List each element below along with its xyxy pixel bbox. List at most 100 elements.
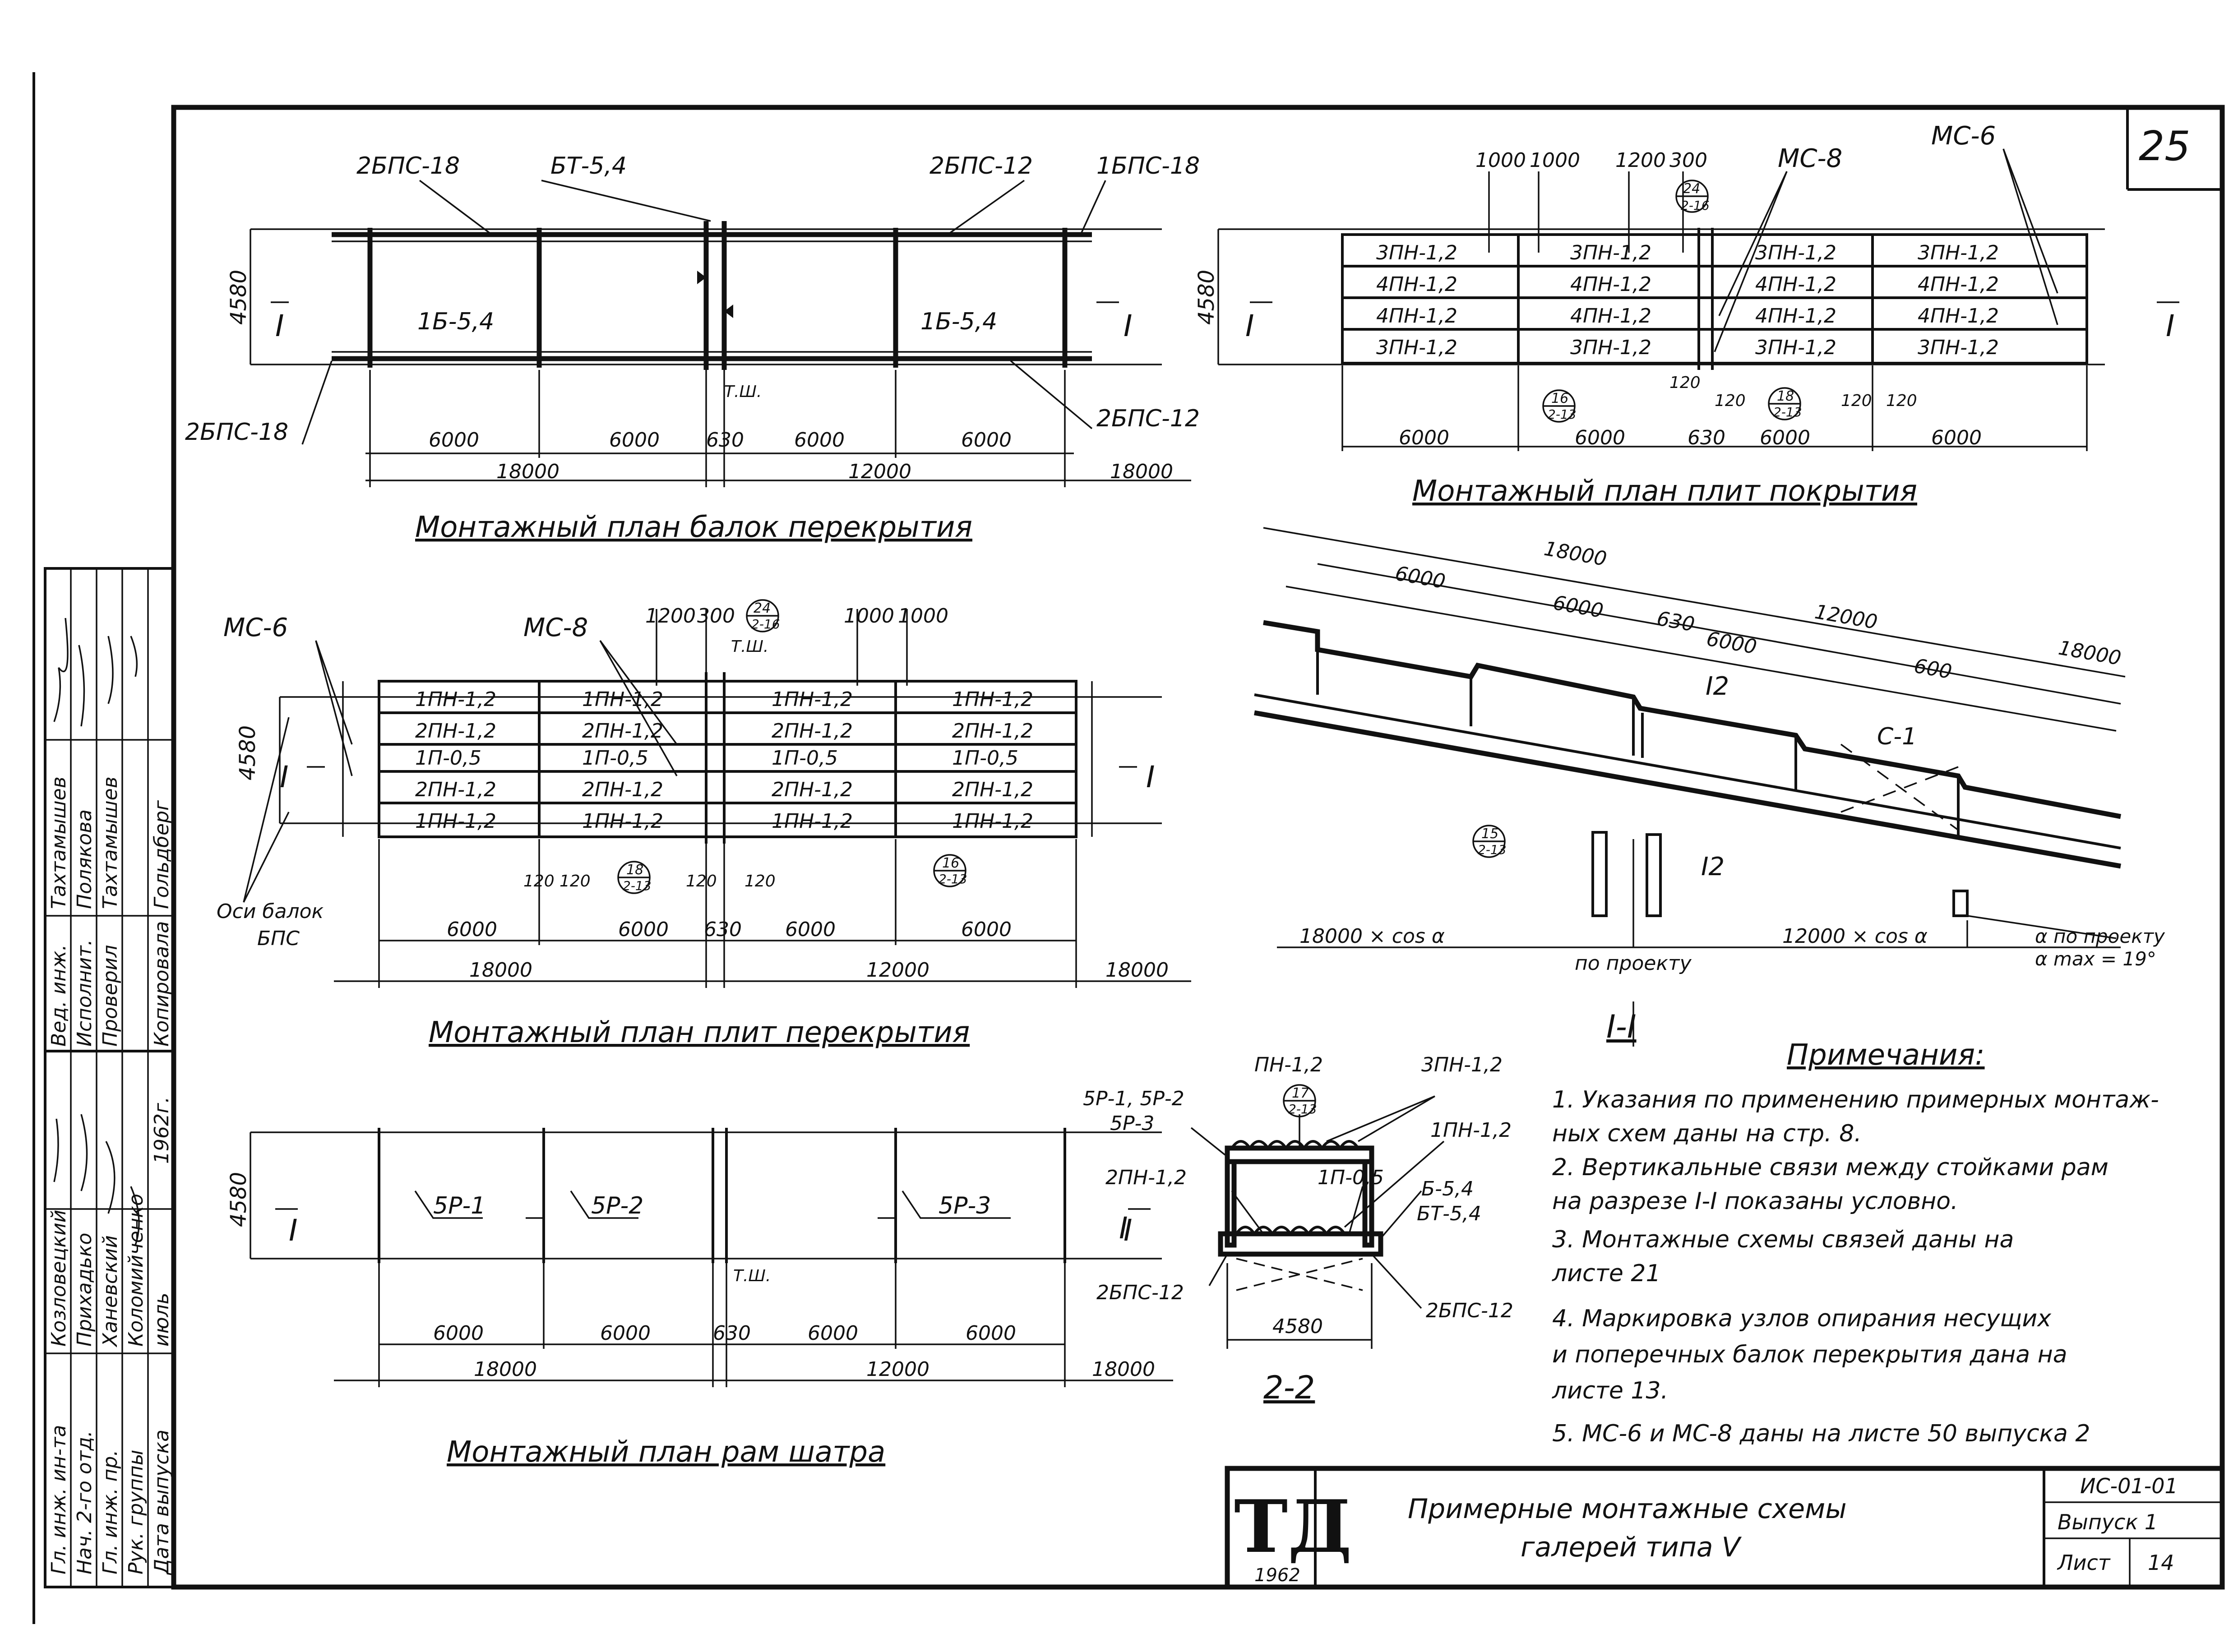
node-number: 18: [1777, 388, 1794, 404]
axes-label: Оси балок: [217, 900, 324, 923]
dim: 6000: [609, 429, 660, 452]
s2-label: ПН-1,2: [1254, 1053, 1323, 1076]
section-2: [1190, 1084, 1445, 1349]
dim: 6000: [618, 918, 669, 941]
dim: 18000: [474, 1358, 537, 1381]
slab-label: 1ПН-1,2: [582, 810, 663, 833]
axes-label: БПС: [257, 927, 300, 950]
dim: 6000: [794, 429, 845, 452]
drawing-issue: Выпуск 1: [2058, 1510, 2158, 1534]
note-line: листе 13.: [1552, 1377, 1668, 1404]
beam-label: 1БПС-18: [1096, 152, 1200, 180]
dim: 120: [1669, 374, 1701, 392]
plan-title: Монтажный план балок перекрытия: [415, 511, 972, 544]
section-mark: I: [280, 760, 288, 794]
beam-label: 2БПС-18: [185, 419, 288, 446]
dim: 18000: [1092, 1358, 1155, 1381]
node-sheet: 2-13: [1288, 1102, 1317, 1117]
s2-label: 1П-0,5: [1318, 1166, 1384, 1189]
node-sheet: 2-16: [751, 617, 780, 632]
dim: 12000 × cos α: [1782, 925, 1928, 948]
dim: 6000: [966, 1322, 1016, 1345]
ms-label: МС-6: [223, 613, 288, 642]
note-line: 5. МС-6 и МС-8 даны на листе 50 выпуска …: [1552, 1420, 2090, 1447]
dim: 120: [744, 872, 776, 891]
slab-label: 1ПН-1,2: [952, 688, 1033, 711]
stamp-role: Гл. инж. пр.: [99, 1450, 122, 1574]
node-sheet: 2-13: [1773, 405, 1802, 420]
slab-label: 3ПН-1,2: [1918, 241, 1999, 264]
section-mark: I: [289, 1213, 297, 1248]
stamp-name: Прихадько: [73, 1233, 96, 1347]
node-sheet: 2-13: [1478, 842, 1507, 857]
stamp-role: Гл. инж. ин-та: [47, 1425, 70, 1574]
logo-year: 1962: [1254, 1565, 1300, 1586]
stamp-role: Рук. группы: [125, 1450, 148, 1574]
notes: Примечания: 1. Указания по применению пр…: [1552, 1038, 2159, 1447]
s2-label: Б-5,4: [1421, 1177, 1474, 1200]
ms-label: МС-8: [523, 613, 588, 642]
slab-label: 3ПН-1,2: [1918, 336, 1999, 359]
bracing-label: С-1: [1877, 723, 1917, 750]
slab-label: 1ПН-1,2: [772, 810, 853, 833]
sheet-frame: [32, 72, 2225, 1624]
s2-label: 5Р-1, 5Р-2: [1083, 1087, 1184, 1110]
dim: 6000: [961, 918, 1012, 941]
alpha-label: α по проекту: [2035, 925, 2165, 947]
ms-label: МС-6: [1931, 121, 1996, 151]
slab-label: 3ПН-1,2: [1376, 241, 1457, 264]
dim-width: 4580: [235, 725, 260, 780]
floor-plan: [243, 599, 1191, 988]
stamp-name: Коломийченко: [125, 1194, 148, 1347]
s2-label: 2БПС-12: [1096, 1281, 1184, 1304]
stamp-name: Гольдберг: [150, 800, 173, 909]
ms-label: МС-8: [1778, 144, 1842, 173]
stamp-name: июль: [150, 1292, 173, 1347]
slab-label: 1П-0,5: [582, 747, 648, 770]
note-line: листе 21: [1552, 1260, 1661, 1287]
slab-label: 2ПН-1,2: [582, 720, 663, 743]
notes-title: Примечания:: [1787, 1038, 1985, 1072]
stamp-name: Тахтамышев: [47, 776, 70, 909]
node-number: 24: [1683, 181, 1700, 197]
dim: 4580: [1272, 1315, 1323, 1338]
dim: 120: [523, 872, 555, 891]
stamp-role: Копировала: [150, 921, 173, 1047]
cover-plan: [1217, 148, 2179, 451]
stamp-role: Проверил: [99, 945, 122, 1047]
dim: 6000: [447, 918, 497, 941]
dim: 300: [1669, 149, 1707, 172]
stamp-role: Нач. 2-го отд.: [73, 1431, 96, 1574]
dim: 6000: [1705, 628, 1758, 659]
note-line: 3. Монтажные схемы связей даны на: [1552, 1226, 2014, 1253]
note-line: на разрезе I-I показаны условно.: [1552, 1188, 1958, 1215]
section-mark: I: [2166, 309, 2174, 343]
slab-label: 1ПН-1,2: [415, 688, 496, 711]
dim: 6000: [961, 429, 1012, 452]
side-stamp: Гл. инж. ин-та Нач. 2-го отд. Гл. инж. п…: [44, 567, 175, 1588]
section-title: 2-2: [1263, 1369, 1315, 1406]
node-sheet: 2-16: [1681, 198, 1710, 213]
dim: 6000: [433, 1322, 484, 1345]
beam-label: 1Б-5,4: [417, 308, 494, 335]
drawing-title: Примерные монтажные схемы: [1408, 1493, 1847, 1525]
stamp-name: Козловецкий: [47, 1210, 70, 1347]
tsh-label: Т.Ш.: [724, 383, 762, 401]
plan-title: Монтажный план плит покрытия: [1412, 475, 1917, 508]
dim: 18000 × cos α: [1299, 925, 1445, 948]
dim: 12000: [866, 1358, 929, 1381]
dim: 1000: [1530, 149, 1580, 172]
dim: 1000: [1475, 149, 1526, 172]
note-line: 4. Маркировка узлов опирания несущих: [1552, 1305, 2052, 1332]
plan-title: Монтажный план рам шатра: [447, 1435, 885, 1469]
slab-label: 1ПН-1,2: [772, 688, 853, 711]
mark-label: I2: [1701, 852, 1725, 881]
section-mark: I: [275, 309, 284, 343]
slab-label: 4ПН-1,2: [1376, 305, 1457, 328]
stamp-name: Тахтамышев: [99, 776, 122, 909]
slab-label: 4ПН-1,2: [1918, 273, 1999, 296]
frames-plan: [250, 1128, 1173, 1387]
slab-label: 4ПН-1,2: [1755, 305, 1836, 328]
section-mark: I: [1124, 1213, 1132, 1248]
